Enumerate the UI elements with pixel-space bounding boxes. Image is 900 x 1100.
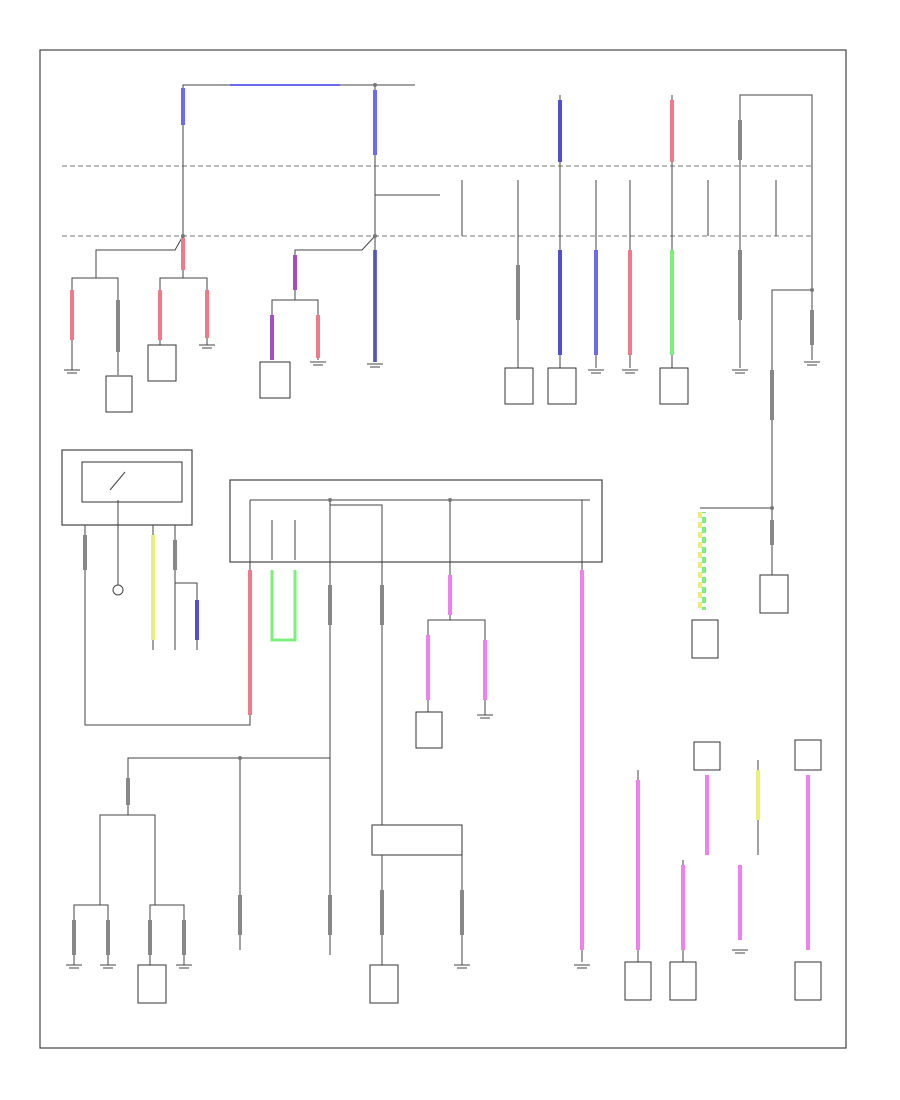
component-box xyxy=(759,574,789,614)
ground-symbol xyxy=(732,949,748,954)
branch-wire xyxy=(159,236,184,345)
splice-point xyxy=(238,756,242,760)
branch-wire xyxy=(771,166,813,575)
branch-wire xyxy=(295,299,319,360)
distribution-block xyxy=(229,479,603,563)
ground-symbol xyxy=(199,344,215,349)
branch-wire xyxy=(450,619,486,715)
sensor-symbol xyxy=(112,584,124,596)
splice-point xyxy=(448,498,452,502)
ground-symbol xyxy=(588,369,604,374)
splice-point xyxy=(373,83,377,87)
ground-symbol xyxy=(622,369,638,374)
wire-loop-green xyxy=(270,570,297,642)
connector-block xyxy=(371,824,463,856)
component-box xyxy=(691,619,719,659)
top-feed-wire xyxy=(182,84,376,236)
branch-wire xyxy=(294,235,376,300)
diagram-frame xyxy=(39,49,847,1049)
component-box xyxy=(147,344,177,382)
component-box xyxy=(369,964,399,1004)
internal-bus xyxy=(330,504,383,560)
switch-box xyxy=(81,461,183,503)
splice-point xyxy=(373,234,377,238)
splice-point xyxy=(810,288,814,292)
branch-wire xyxy=(155,904,185,965)
component-box xyxy=(259,361,291,399)
branch-wire xyxy=(175,582,198,650)
branch-wire xyxy=(427,560,451,712)
branch-wire xyxy=(96,277,119,375)
ground-symbol xyxy=(64,369,80,374)
ground-symbol xyxy=(732,369,748,374)
component-box xyxy=(415,711,443,749)
component-box xyxy=(105,375,133,413)
component-box xyxy=(137,964,167,1004)
splice-point xyxy=(181,234,185,238)
switch-contact xyxy=(109,471,126,491)
splice-point xyxy=(328,498,332,502)
ground-symbol xyxy=(804,361,820,366)
component-box xyxy=(659,367,689,405)
branch-wire xyxy=(84,525,251,726)
ground-symbol xyxy=(66,964,82,969)
branch-wire xyxy=(99,814,128,905)
branch-wire xyxy=(128,814,156,905)
top-feed-wire xyxy=(739,94,813,236)
ground-symbol xyxy=(176,964,192,969)
component-box xyxy=(794,739,822,771)
control-module-box xyxy=(61,449,193,526)
component-box xyxy=(624,961,652,1001)
ground-symbol xyxy=(477,714,493,719)
branch-wire xyxy=(127,757,240,815)
ground-symbol xyxy=(100,964,116,969)
component-box xyxy=(669,961,697,1001)
splice-point xyxy=(770,506,774,510)
ground-symbol xyxy=(454,964,470,969)
branch-wire xyxy=(183,277,208,345)
ground-symbol xyxy=(574,964,590,969)
ground-symbol xyxy=(367,363,383,368)
component-box xyxy=(547,367,577,405)
component-box xyxy=(794,961,822,1001)
branch-wire xyxy=(73,904,100,965)
component-box xyxy=(504,367,534,405)
component-box xyxy=(693,741,721,771)
branch-wire xyxy=(271,299,295,360)
ground-symbol xyxy=(310,361,326,366)
